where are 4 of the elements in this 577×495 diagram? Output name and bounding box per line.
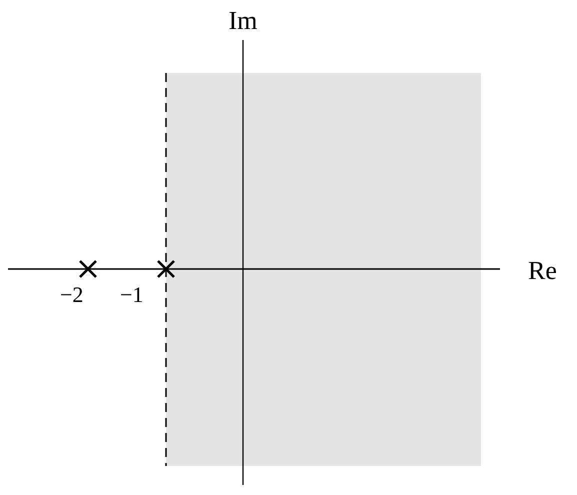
tick-label: −2 xyxy=(60,284,84,306)
axis-label: Re xyxy=(528,258,557,284)
tick-label: −1 xyxy=(120,284,144,306)
axis-label: Im xyxy=(228,8,258,34)
